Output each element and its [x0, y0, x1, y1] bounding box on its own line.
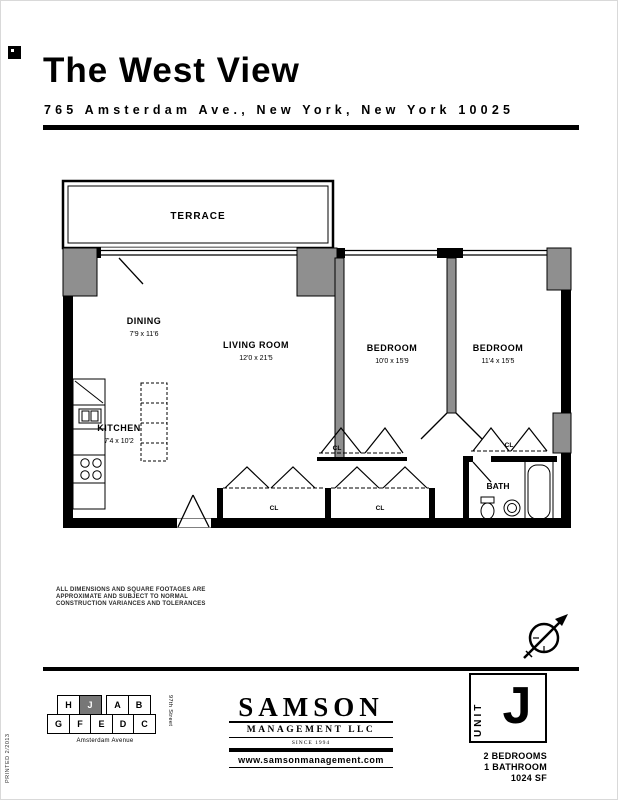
plan-disclaimer: ALL DIMENSIONS AND SQUARE FOOTAGES ARE A… [56, 587, 206, 608]
room-label-kitchen: KITCHEN [97, 423, 141, 433]
keyplan-top-row: H J A B [57, 695, 197, 715]
disclaimer-line: ALL DIMENSIONS AND SQUARE FOOTAGES ARE [56, 587, 206, 593]
room-label-terrace: TERRACE [170, 211, 225, 222]
door-leaves [118, 257, 492, 528]
keyplan-unit-e: E [90, 713, 113, 734]
keyplan-unit-f: F [68, 713, 92, 734]
unit-bathrooms: 1 BATHROOM [484, 762, 547, 772]
print-note: PRINTED 2/2013 [5, 733, 11, 784]
keyplan-unit-b: B [127, 695, 151, 715]
header-rule [43, 125, 579, 130]
room-dims-bedroom-2: 11'4 x 15'5 [482, 358, 515, 365]
building-title: The West View [43, 51, 300, 90]
unit-stats: 2 BEDROOMS 1 BATHROOM 1024 SF [449, 751, 547, 784]
street-label-97th: 97th Street [167, 695, 173, 727]
bedroom-closets [319, 427, 548, 454]
windows [101, 247, 547, 259]
compass-icon [523, 614, 568, 659]
unit-bedrooms: 2 BEDROOMS [483, 751, 547, 761]
building-address: 765 Amsterdam Ave., New York, New York 1… [44, 103, 515, 117]
bath-fixtures [480, 460, 554, 524]
corridor-closets [217, 466, 435, 518]
footer-divider [43, 667, 579, 671]
logo-website: www.samsonmanagement.com [238, 754, 384, 765]
room-label-bedroom-2: BEDROOM [473, 343, 524, 353]
closet-label: CL [333, 445, 342, 452]
closet-label: CL [270, 505, 279, 512]
logo-rule [229, 721, 393, 723]
room-dims-living: 12'0 x 21'5 [239, 355, 273, 362]
logo-since: SINCE 1994 [291, 740, 331, 747]
unit-label: UNIT [473, 701, 484, 737]
logo-subtitle: MANAGEMENT LLC [246, 724, 376, 735]
bath-walls [317, 456, 557, 528]
unit-sqft: 1024 SF [510, 773, 547, 783]
keyplan-unit-g: G [47, 713, 70, 734]
keyplan-bottom-row: G F E D C [47, 713, 197, 734]
room-dims-kitchen: 7'4 x 10'2 [104, 438, 134, 445]
unit-letter: J [502, 677, 532, 735]
closet-label: CL [376, 505, 385, 512]
room-label-dining: DINING [127, 316, 162, 326]
closet-label: CL [505, 442, 514, 449]
logo-rule [229, 766, 393, 769]
room-dims-bedroom-1: 10'0 x 15'9 [375, 358, 409, 365]
keyplan-unit-h: H [57, 695, 80, 715]
unit-badge: UNIT J [469, 673, 547, 743]
keyplan-unit-c: C [133, 713, 156, 734]
management-logo: SAMSON MANAGEMENT LLC SINCE 1994 www.sam… [229, 692, 393, 769]
street-label-amsterdam: Amsterdam Avenue [76, 737, 134, 744]
floorplan-drawing: TERRACE [61, 179, 572, 528]
logo-rule [229, 736, 393, 739]
room-label-bedroom-1: BEDROOM [367, 343, 418, 353]
keyplan-unit-j-highlighted: J [78, 695, 102, 715]
keyplan: H J A B G F E D C 97th Street Amsterdam … [47, 695, 197, 744]
logo-name: SAMSON [238, 692, 384, 722]
logo-rule-thick [229, 748, 393, 752]
room-label-living: LIVING ROOM [223, 340, 289, 350]
registration-mark [8, 46, 21, 59]
kitchen-fittings [72, 378, 168, 510]
disclaimer-line: APPROXIMATE AND SUBJECT TO NORMAL [56, 594, 189, 600]
keyplan-unit-a: A [106, 695, 129, 715]
wall-columns [62, 247, 572, 459]
room-dims-dining: 7'9 x 11'6 [129, 331, 158, 338]
keyplan-unit-d: D [111, 713, 135, 734]
room-label-bath: BATH [487, 481, 510, 491]
disclaimer-line: CONSTRUCTION VARIANCES AND TOLERANCES [56, 601, 206, 607]
